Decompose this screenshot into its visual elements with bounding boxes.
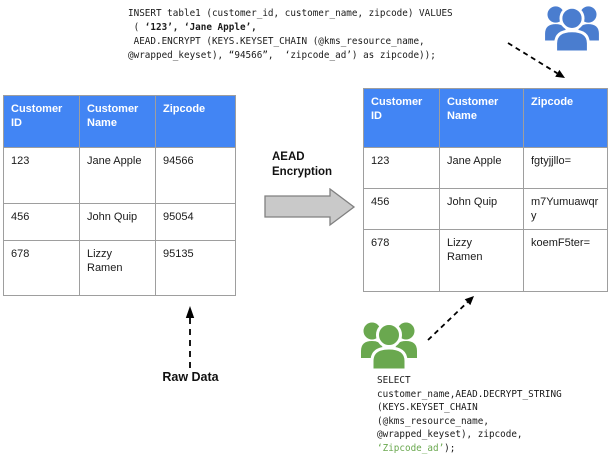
select-sql-line: ‘Zipcode_ad’); xyxy=(377,442,562,456)
table-header-row: Customer ID Customer Name Zipcode xyxy=(363,88,608,148)
table-row: 123 Jane Apple 94566 xyxy=(3,147,236,204)
aead-encryption-label-line1: AEAD xyxy=(272,151,305,163)
sql-text: ); xyxy=(444,442,456,454)
select-flow-dashed-arrow xyxy=(427,296,474,341)
col-header-zipcode: Zipcode xyxy=(155,95,236,148)
sql-text: SELECT xyxy=(377,375,411,386)
col-header-customer-name: Customer Name xyxy=(79,95,156,148)
cell-zipcode: 94566 xyxy=(155,147,236,204)
sql-text: ( xyxy=(128,22,145,33)
select-sql-code: SELECT customer_name,AEAD.DECRYPT_STRING… xyxy=(377,374,562,455)
select-sql-line: @wrapped_keyset), zipcode, xyxy=(377,428,562,442)
table-row: 456 John Quip m7Yumuawqry xyxy=(363,188,608,230)
cell-zipcode: 95054 xyxy=(155,203,236,241)
table-row: 678 Lizzy Ramen 95135 xyxy=(3,240,236,296)
raw-data-table: Customer ID Customer Name Zipcode 123 Ja… xyxy=(3,95,236,296)
insert-sql-line: AEAD.ENCRYPT (KEYS.KEYSET_CHAIN (@kms_re… xyxy=(128,35,453,49)
cell-zipcode-encrypted: koemF5ter= xyxy=(523,229,608,292)
cell-customer-name: John Quip xyxy=(439,188,524,230)
insert-sql-line: ( ‘123’, ‘Jane Apple’, xyxy=(128,21,453,35)
select-sql-line: (@kms_resource_name, xyxy=(377,415,562,429)
aead-encryption-label: AEAD Encryption xyxy=(272,150,332,180)
sql-text: (KEYS.KEYSET_CHAIN xyxy=(377,402,478,413)
sql-text: @wrapped_keyset), “94566”, ‘zipcode_ad’)… xyxy=(128,50,436,61)
table-row: 456 John Quip 95054 xyxy=(3,203,236,241)
sql-text: (@kms_resource_name, xyxy=(377,415,489,427)
table-row: 678 Lizzy Ramen koemF5ter= xyxy=(363,229,608,292)
cell-text: Lizzy Ramen xyxy=(447,237,483,263)
raw-data-dashed-arrow xyxy=(185,306,195,368)
cell-customer-name: Lizzy Ramen xyxy=(79,240,156,296)
sql-text: INSERT table1 (customer_id, customer_nam… xyxy=(128,8,453,19)
cell-customer-name: Jane Apple xyxy=(439,147,524,189)
cell-customer-name: John Quip xyxy=(79,203,156,241)
insert-flow-dashed-arrow xyxy=(507,42,565,78)
col-header-customer-id: Customer ID xyxy=(3,95,80,148)
insert-sql-line: INSERT table1 (customer_id, customer_nam… xyxy=(128,7,453,21)
cell-zipcode-encrypted: fgtyjjllo= xyxy=(523,147,608,189)
blue-users-icon xyxy=(545,5,599,52)
encrypted-data-table: Customer ID Customer Name Zipcode 123 Ja… xyxy=(363,88,608,292)
insert-sql-line: @wrapped_keyset), “94566”, ‘zipcode_ad’)… xyxy=(128,49,453,63)
select-sql-line: customer_name,AEAD.DECRYPT_STRING xyxy=(377,388,562,402)
cell-zipcode: 95135 xyxy=(155,240,236,296)
cell-customer-id: 456 xyxy=(363,188,440,230)
cell-zipcode-encrypted: m7Yumuawqry xyxy=(523,188,608,230)
cell-customer-name: Lizzy Ramen xyxy=(439,229,524,292)
col-header-customer-id: Customer ID xyxy=(363,88,440,148)
cell-text: Lizzy Ramen xyxy=(87,248,123,274)
insert-sql-code: INSERT table1 (customer_id, customer_nam… xyxy=(128,7,453,63)
cell-customer-id: 456 xyxy=(3,203,80,241)
cell-customer-id: 678 xyxy=(3,240,80,296)
raw-data-label: Raw Data xyxy=(162,370,219,384)
select-sql-line: SELECT xyxy=(377,374,562,388)
cell-customer-id: 123 xyxy=(363,147,440,189)
cell-customer-id: 123 xyxy=(3,147,80,204)
select-sql-line: (KEYS.KEYSET_CHAIN xyxy=(377,401,562,415)
cell-customer-name: Jane Apple xyxy=(79,147,156,204)
sql-text-green-literal: ‘Zipcode_ad’ xyxy=(377,442,445,454)
table-row: 123 Jane Apple fgtyjjllo= xyxy=(363,147,608,189)
col-header-zipcode: Zipcode xyxy=(523,88,608,148)
col-header-customer-name: Customer Name xyxy=(439,88,524,148)
cell-customer-id: 678 xyxy=(363,229,440,292)
sql-text: customer_name,AEAD.DECRYPT_STRING xyxy=(377,388,562,400)
encryption-block-arrow xyxy=(264,188,356,227)
table-header-row: Customer ID Customer Name Zipcode xyxy=(3,95,236,148)
sql-text-bold: ‘123’, ‘Jane Apple’, xyxy=(144,22,257,33)
green-users-icon xyxy=(361,322,417,370)
sql-text: AEAD.ENCRYPT (KEYS.KEYSET_CHAIN (@kms_re… xyxy=(128,36,425,47)
aead-encryption-label-line2: Encryption xyxy=(272,166,333,178)
sql-text: @wrapped_keyset), zipcode, xyxy=(377,429,523,440)
